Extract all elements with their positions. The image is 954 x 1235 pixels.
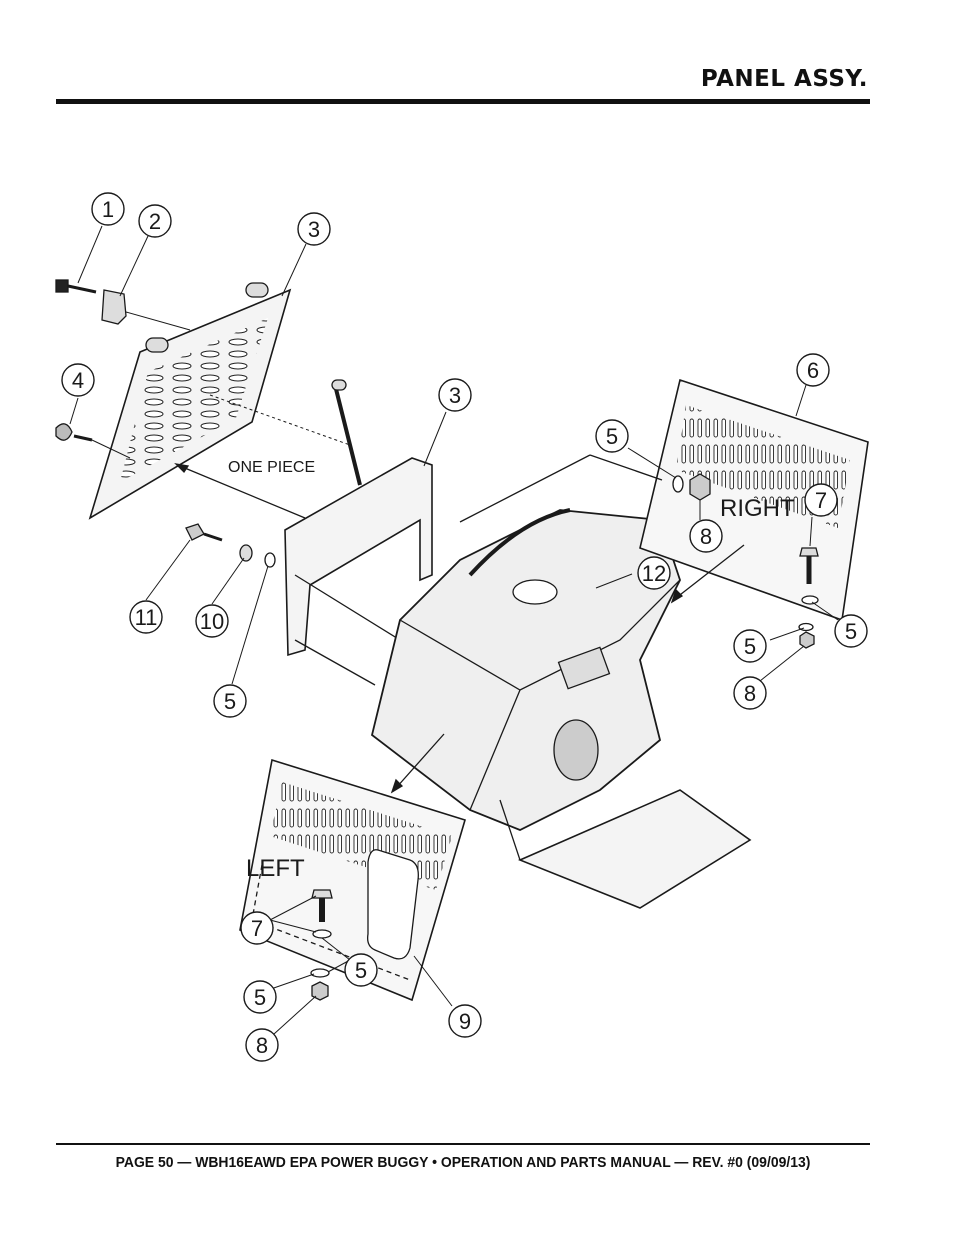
bolt-11	[185, 523, 223, 542]
callout-6: 6	[796, 353, 830, 387]
leader-lines	[69, 225, 839, 1035]
bolt-1	[55, 279, 97, 294]
svg-text:6: 6	[807, 358, 819, 383]
callout-11: 11	[129, 600, 163, 634]
callout-3-top: 3	[297, 212, 331, 246]
callout-9: 9	[448, 1004, 482, 1038]
callout-2: 2	[138, 204, 172, 238]
svg-text:2: 2	[149, 209, 161, 234]
nut-8-left	[311, 981, 329, 1001]
callout-5-f: 5	[243, 980, 277, 1014]
bolt-7-right	[799, 547, 819, 584]
label-one-piece: ONE PIECE	[228, 459, 315, 476]
washer-5-left-low	[310, 968, 330, 978]
svg-text:12: 12	[642, 561, 666, 586]
svg-text:9: 9	[459, 1009, 471, 1034]
callout-7-right: 7	[804, 483, 838, 517]
callout-10: 10	[195, 604, 229, 638]
washer-10	[239, 544, 253, 562]
left-panel-9	[239, 758, 466, 1002]
label-left: LEFT	[246, 855, 305, 882]
callout-8-b: 8	[733, 676, 767, 710]
callout-5-c: 5	[733, 629, 767, 663]
callout-5-e: 5	[344, 953, 378, 987]
svg-text:10: 10	[200, 609, 224, 634]
callout-1: 1	[91, 192, 125, 226]
svg-text:5: 5	[606, 424, 618, 449]
nut-8-right	[689, 473, 711, 501]
svg-text:5: 5	[744, 634, 756, 659]
svg-text:8: 8	[700, 524, 712, 549]
page-footer: PAGE 50 — WBH16EAWD EPA POWER BUGGY • OP…	[115, 1154, 811, 1171]
callout-3-mid: 3	[438, 378, 472, 412]
wing-bolt-4	[55, 423, 93, 442]
washer-5-left-mid	[312, 929, 332, 939]
header-rule	[56, 99, 870, 104]
slotted-panel-3	[88, 282, 292, 520]
svg-text:8: 8	[256, 1033, 268, 1058]
footer-rule	[56, 1143, 870, 1145]
washer-5-right-top	[672, 475, 684, 493]
label-right: RIGHT	[720, 495, 795, 522]
callout-5-a: 5	[595, 419, 629, 453]
svg-text:8: 8	[744, 681, 756, 706]
callout-4: 4	[61, 363, 95, 397]
nut-8-right-low	[799, 631, 815, 649]
callout-8-c: 8	[245, 1028, 279, 1062]
engine-body	[370, 508, 752, 909]
callout-5-b: 5	[834, 614, 868, 648]
callout-12: 12	[637, 556, 671, 590]
svg-text:1: 1	[102, 197, 114, 222]
svg-text:5: 5	[355, 958, 367, 983]
clip-2	[101, 289, 127, 325]
svg-text:7: 7	[251, 916, 263, 941]
svg-text:3: 3	[308, 217, 320, 242]
washer-5-right-mid	[801, 595, 819, 605]
page-title: PANEL ASSY.	[700, 66, 868, 92]
svg-text:5: 5	[254, 985, 266, 1010]
svg-text:11: 11	[135, 605, 158, 630]
washer-5-left	[264, 552, 276, 568]
svg-text:7: 7	[815, 488, 827, 513]
callout-5-d: 5	[213, 684, 247, 718]
bolt-7-left	[311, 889, 333, 922]
svg-text:5: 5	[845, 619, 857, 644]
svg-text:4: 4	[72, 368, 84, 393]
panel-frame-3	[284, 379, 433, 657]
svg-text:3: 3	[449, 383, 461, 408]
callout-7-left: 7	[240, 911, 274, 945]
callout-8-a: 8	[689, 519, 723, 553]
svg-text:5: 5	[224, 689, 236, 714]
